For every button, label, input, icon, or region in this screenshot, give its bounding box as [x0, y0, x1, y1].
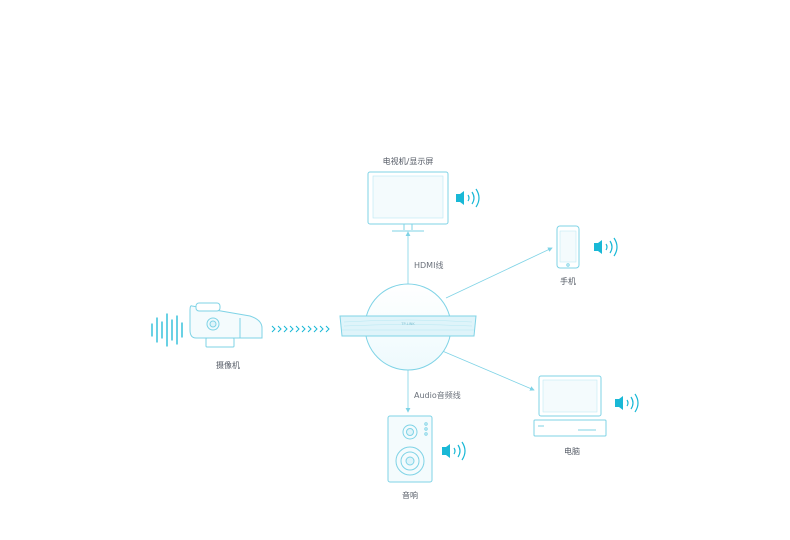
sound-wave-icon	[456, 188, 480, 208]
speaker-node: 音响	[387, 415, 466, 500]
camera-label: 摄像机	[216, 360, 240, 370]
desktop-computer-icon	[533, 375, 607, 437]
connection-lines	[405, 231, 553, 413]
sound-wave-icon	[615, 393, 639, 413]
pc-line	[439, 349, 535, 391]
sound-wave-icon	[442, 441, 466, 461]
speaker-label: 音响	[402, 490, 418, 500]
pc-node: 电脑	[533, 375, 639, 456]
monitor-icon	[367, 171, 449, 232]
smartphone-icon	[556, 225, 580, 269]
speaker-icon	[387, 415, 433, 483]
tv-node: 电视机/显示屏	[367, 156, 480, 232]
audio-cable-label: Audio音频线	[414, 390, 461, 400]
nvr-recorder-icon: TP-LINK	[339, 315, 477, 337]
hub-node: TP-LINK	[339, 283, 477, 371]
signal-chevrons	[271, 325, 330, 333]
camera-node: 摄像机	[151, 302, 330, 370]
phone-line	[445, 247, 553, 299]
sound-wave-icon	[594, 237, 618, 257]
security-camera-icon	[189, 302, 263, 348]
phone-node: 手机	[556, 225, 618, 286]
hub-brand-label: TP-LINK	[400, 322, 415, 326]
tv-label: 电视机/显示屏	[383, 156, 434, 166]
phone-label: 手机	[560, 276, 576, 286]
audio-waveform-icon	[151, 313, 183, 347]
pc-label: 电脑	[564, 446, 580, 456]
hdmi-cable-label: HDMI线	[414, 260, 443, 270]
